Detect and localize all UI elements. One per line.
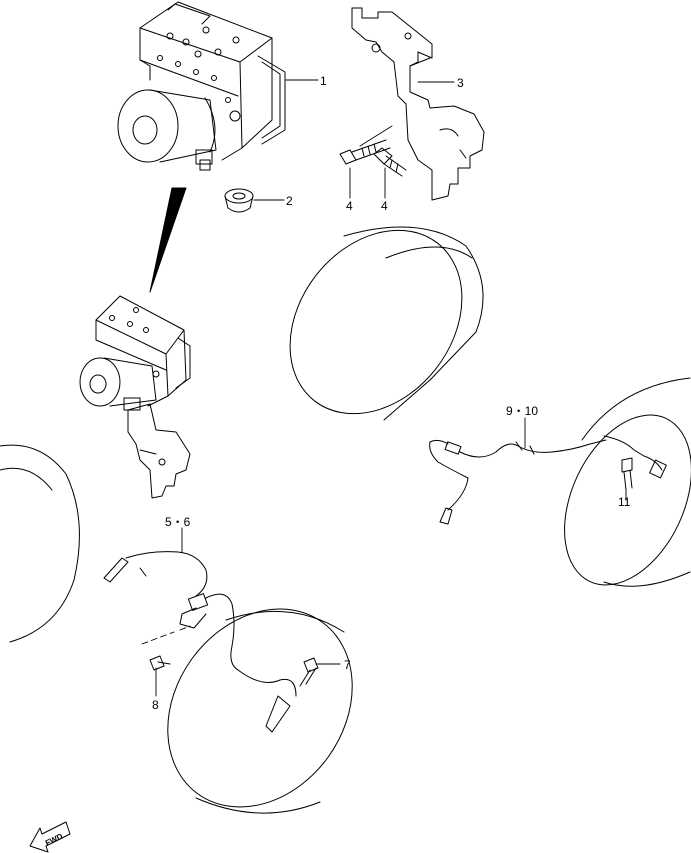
callout-3: 3 <box>457 76 464 90</box>
leader-lines <box>141 79 627 697</box>
wheel-front <box>167 608 353 814</box>
bolt-a[interactable] <box>339 139 391 165</box>
callout-1: 1 <box>320 74 327 88</box>
bolt-b[interactable] <box>373 147 407 177</box>
grommet[interactable] <box>224 188 254 213</box>
bolt-part-11[interactable] <box>621 457 633 491</box>
bolt-part-7[interactable] <box>299 657 319 687</box>
wheel-left <box>0 444 80 643</box>
callout-11: 11 <box>618 495 631 509</box>
front-wheel-speed-sensor[interactable] <box>103 551 297 733</box>
callout-9-10: 9・10 <box>506 404 538 418</box>
callout-4b: 4 <box>381 199 388 213</box>
fwd-arrow-icon: FWD <box>29 821 71 853</box>
callout-2: 2 <box>286 194 293 208</box>
callout-4a: 4 <box>346 199 353 213</box>
abs-hydraulic-unit-top[interactable] <box>117 1 286 171</box>
abs-bracket[interactable] <box>351 7 485 201</box>
wheel-top <box>289 226 484 421</box>
callout-7: 7 <box>344 658 351 672</box>
assembly-pointer-arrow <box>149 187 187 293</box>
rear-wheel-speed-sensor[interactable] <box>429 435 667 525</box>
abs-assembly-middle[interactable] <box>79 295 191 499</box>
wheel-right <box>564 377 691 587</box>
callout-8: 8 <box>152 698 159 712</box>
callout-5-6: 5・6 <box>165 515 191 529</box>
bolt-part-8[interactable] <box>149 655 171 671</box>
